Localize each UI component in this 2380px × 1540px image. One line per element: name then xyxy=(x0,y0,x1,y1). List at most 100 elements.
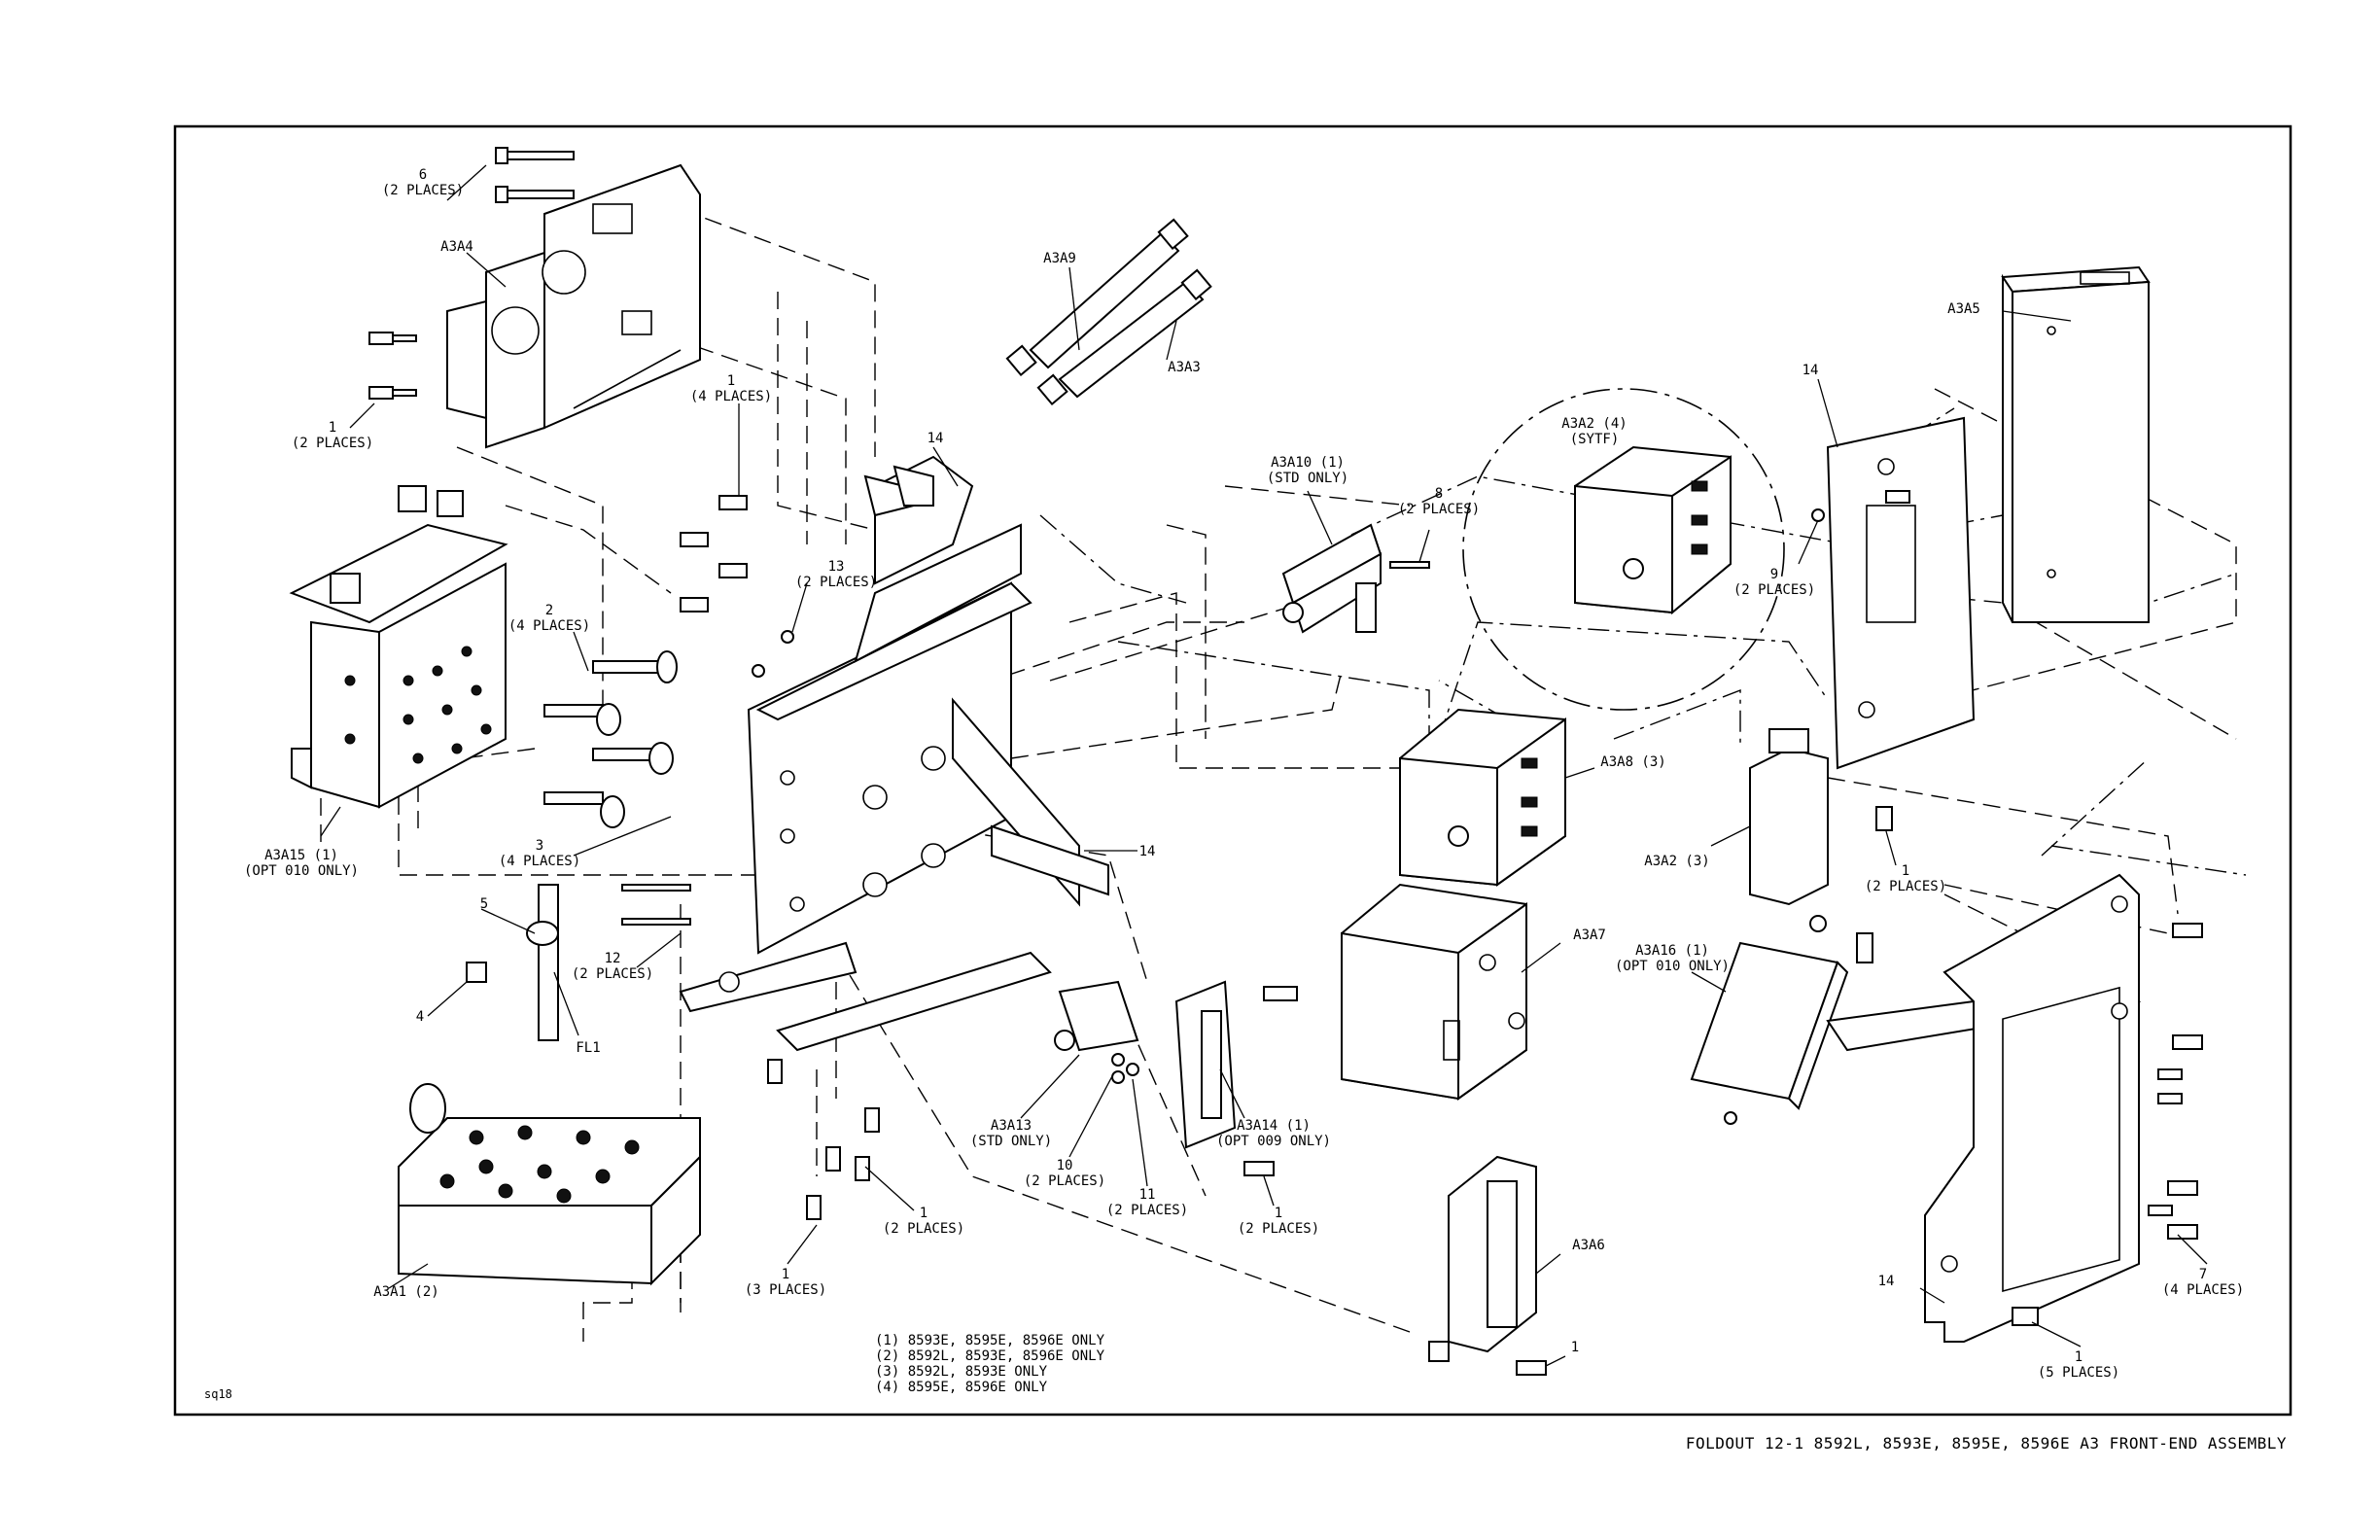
screws-1-top-left xyxy=(368,332,417,400)
callout-1-four-places: (4 PLACES) xyxy=(690,389,772,404)
sytf-detail-circle xyxy=(1462,388,1785,711)
screws-7 xyxy=(2012,923,2203,1326)
callout-7-places: (4 PLACES) xyxy=(2162,1282,2244,1298)
screws-2-and-3 xyxy=(543,650,678,828)
a3a8-part xyxy=(1399,708,1566,887)
label-a3a3: A3A3 xyxy=(1168,360,1201,375)
leader-lines xyxy=(320,164,2208,1367)
callout-11: 11 xyxy=(1139,1187,1156,1203)
callout-1-mid-bottom-places: (2 PLACES) xyxy=(883,1221,964,1237)
callout-12: 12 xyxy=(605,951,621,966)
label-a3a14-option: (OPT 009 ONLY) xyxy=(1216,1134,1331,1149)
a3a15-board xyxy=(289,485,508,809)
callout-9-places: (2 PLACES) xyxy=(1733,582,1815,598)
label-a3a1: A3A1 (2) xyxy=(373,1284,438,1300)
callout-14-bottom: 14 xyxy=(1878,1274,1895,1289)
callout-3-places: (4 PLACES) xyxy=(499,854,580,869)
note-1: (1) 8593E, 8595E, 8596E ONLY xyxy=(875,1333,1105,1348)
callout-1-four: 1 xyxy=(727,373,735,389)
a3a5-part xyxy=(2001,265,2151,623)
callout-11-places: (2 PLACES) xyxy=(1106,1203,1188,1218)
a3a2-sytf xyxy=(1574,445,1732,615)
label-a3a2-sytf: A3A2 (4) xyxy=(1561,416,1627,432)
label-a3a7: A3A7 xyxy=(1573,928,1606,943)
callout-1-five: 1 xyxy=(2075,1349,2082,1365)
a3a10-part xyxy=(1281,523,1430,634)
label-a3a5: A3A5 xyxy=(1947,301,1980,317)
label-a3a9: A3A9 xyxy=(1043,251,1076,266)
a3a2-part-3 xyxy=(1749,728,1893,906)
notes-block: (1) 8593E, 8595E, 8596E ONLY (2) 8592L, … xyxy=(875,1333,1105,1395)
callout-8-places: (2 PLACES) xyxy=(1398,502,1480,517)
callout-13: 13 xyxy=(828,559,845,575)
callout-1-three-places: (3 PLACES) xyxy=(745,1282,826,1298)
a3a16-part xyxy=(1690,915,1873,1125)
note-4: (4) 8595E, 8596E ONLY xyxy=(875,1380,1048,1395)
note-2: (2) 8592L, 8593E, 8596E ONLY xyxy=(875,1348,1105,1364)
drawing-border xyxy=(173,124,2292,1417)
callout-7: 7 xyxy=(2199,1267,2207,1282)
callout-12-places: (2 PLACES) xyxy=(572,966,653,982)
callout-2-places: (4 PLACES) xyxy=(508,618,590,634)
screws-1-center xyxy=(680,495,794,678)
callout-13-places: (2 PLACES) xyxy=(795,575,877,590)
figure-caption: FOLDOUT 12-1 8592L, 8593E, 8595E, 8596E … xyxy=(1686,1434,2287,1452)
callout-1-five-places: (5 PLACES) xyxy=(2038,1365,2119,1381)
callout-14-right: 14 xyxy=(1802,363,1819,378)
a3a9-and-a3a3-rods xyxy=(1005,218,1212,406)
callout-1-top-left-places: (2 PLACES) xyxy=(292,436,373,451)
a3a14-part xyxy=(1174,980,1298,1176)
label-a3a16-option: (OPT 010 ONLY) xyxy=(1615,959,1730,974)
label-a3a16: A3A16 (1) xyxy=(1635,943,1709,959)
callout-5: 5 xyxy=(480,896,488,912)
callout-10-places: (2 PLACES) xyxy=(1024,1173,1105,1189)
callout-1-a3a6: 1 xyxy=(1571,1340,1579,1355)
label-a3a14: A3A14 (1) xyxy=(1237,1118,1311,1134)
a3a4-module xyxy=(446,163,701,449)
callout-1-right: 1 xyxy=(1902,863,1909,879)
note-3: (3) 8592L, 8593E ONLY xyxy=(875,1364,1048,1380)
bottom-right-bracket xyxy=(1826,873,2142,1343)
callout-6: 6 xyxy=(419,167,427,183)
callout-3: 3 xyxy=(536,838,543,854)
a3a6-part xyxy=(1428,1155,1547,1376)
screws-1-bottom xyxy=(767,1059,880,1220)
callout-1-mid-bottom: 1 xyxy=(920,1206,928,1221)
screws-6 xyxy=(495,147,575,203)
callout-14-mid: 14 xyxy=(1139,844,1156,859)
label-a3a15: A3A15 (1) xyxy=(264,848,338,863)
label-a3a15-option: (OPT 010 ONLY) xyxy=(244,863,359,879)
callout-1-right-places: (2 PLACES) xyxy=(1865,879,1946,894)
callout-4: 4 xyxy=(416,1009,424,1025)
label-a3a6: A3A6 xyxy=(1572,1238,1605,1253)
a3a1-box xyxy=(398,1083,701,1286)
a3a7-part xyxy=(1341,883,1527,1101)
callout-6-places: (2 PLACES) xyxy=(382,183,464,198)
a3a13-part xyxy=(1054,980,1139,1084)
main-chassis-bracket xyxy=(679,455,1052,1052)
label-a3a4: A3A4 xyxy=(440,239,473,255)
callout-14-top: 14 xyxy=(928,431,944,446)
label-a3a13: A3A13 xyxy=(991,1118,1032,1134)
callout-1-a3a14: 1 xyxy=(1275,1206,1282,1221)
center-l-bracket xyxy=(952,697,1109,907)
label-a3a2-sytf-type: (SYTF) xyxy=(1570,432,1620,447)
right-vertical-bracket xyxy=(1811,416,1976,770)
callout-1-a3a14-places: (2 PLACES) xyxy=(1238,1221,1319,1237)
label-a3a13-option: (STD ONLY) xyxy=(970,1134,1052,1149)
callout-1-top-left: 1 xyxy=(329,420,336,436)
callout-labels: 6 (2 PLACES) A3A4 1 (2 PLACES) A3A15 (1)… xyxy=(244,167,2244,1381)
label-a3a10: A3A10 (1) xyxy=(1271,455,1345,471)
label-a3a10-option: (STD ONLY) xyxy=(1267,471,1348,486)
label-fl1: FL1 xyxy=(576,1040,600,1056)
callout-10: 10 xyxy=(1057,1158,1073,1173)
label-a3a2-3: A3A2 (3) xyxy=(1644,854,1709,869)
fl1-filter xyxy=(466,884,691,1041)
callout-8: 8 xyxy=(1435,486,1443,502)
drawing-id: sq18 xyxy=(204,1387,232,1401)
label-a3a8: A3A8 (3) xyxy=(1600,754,1665,770)
callout-1-three: 1 xyxy=(782,1267,789,1282)
callout-2: 2 xyxy=(545,603,553,618)
callout-9: 9 xyxy=(1770,567,1778,582)
